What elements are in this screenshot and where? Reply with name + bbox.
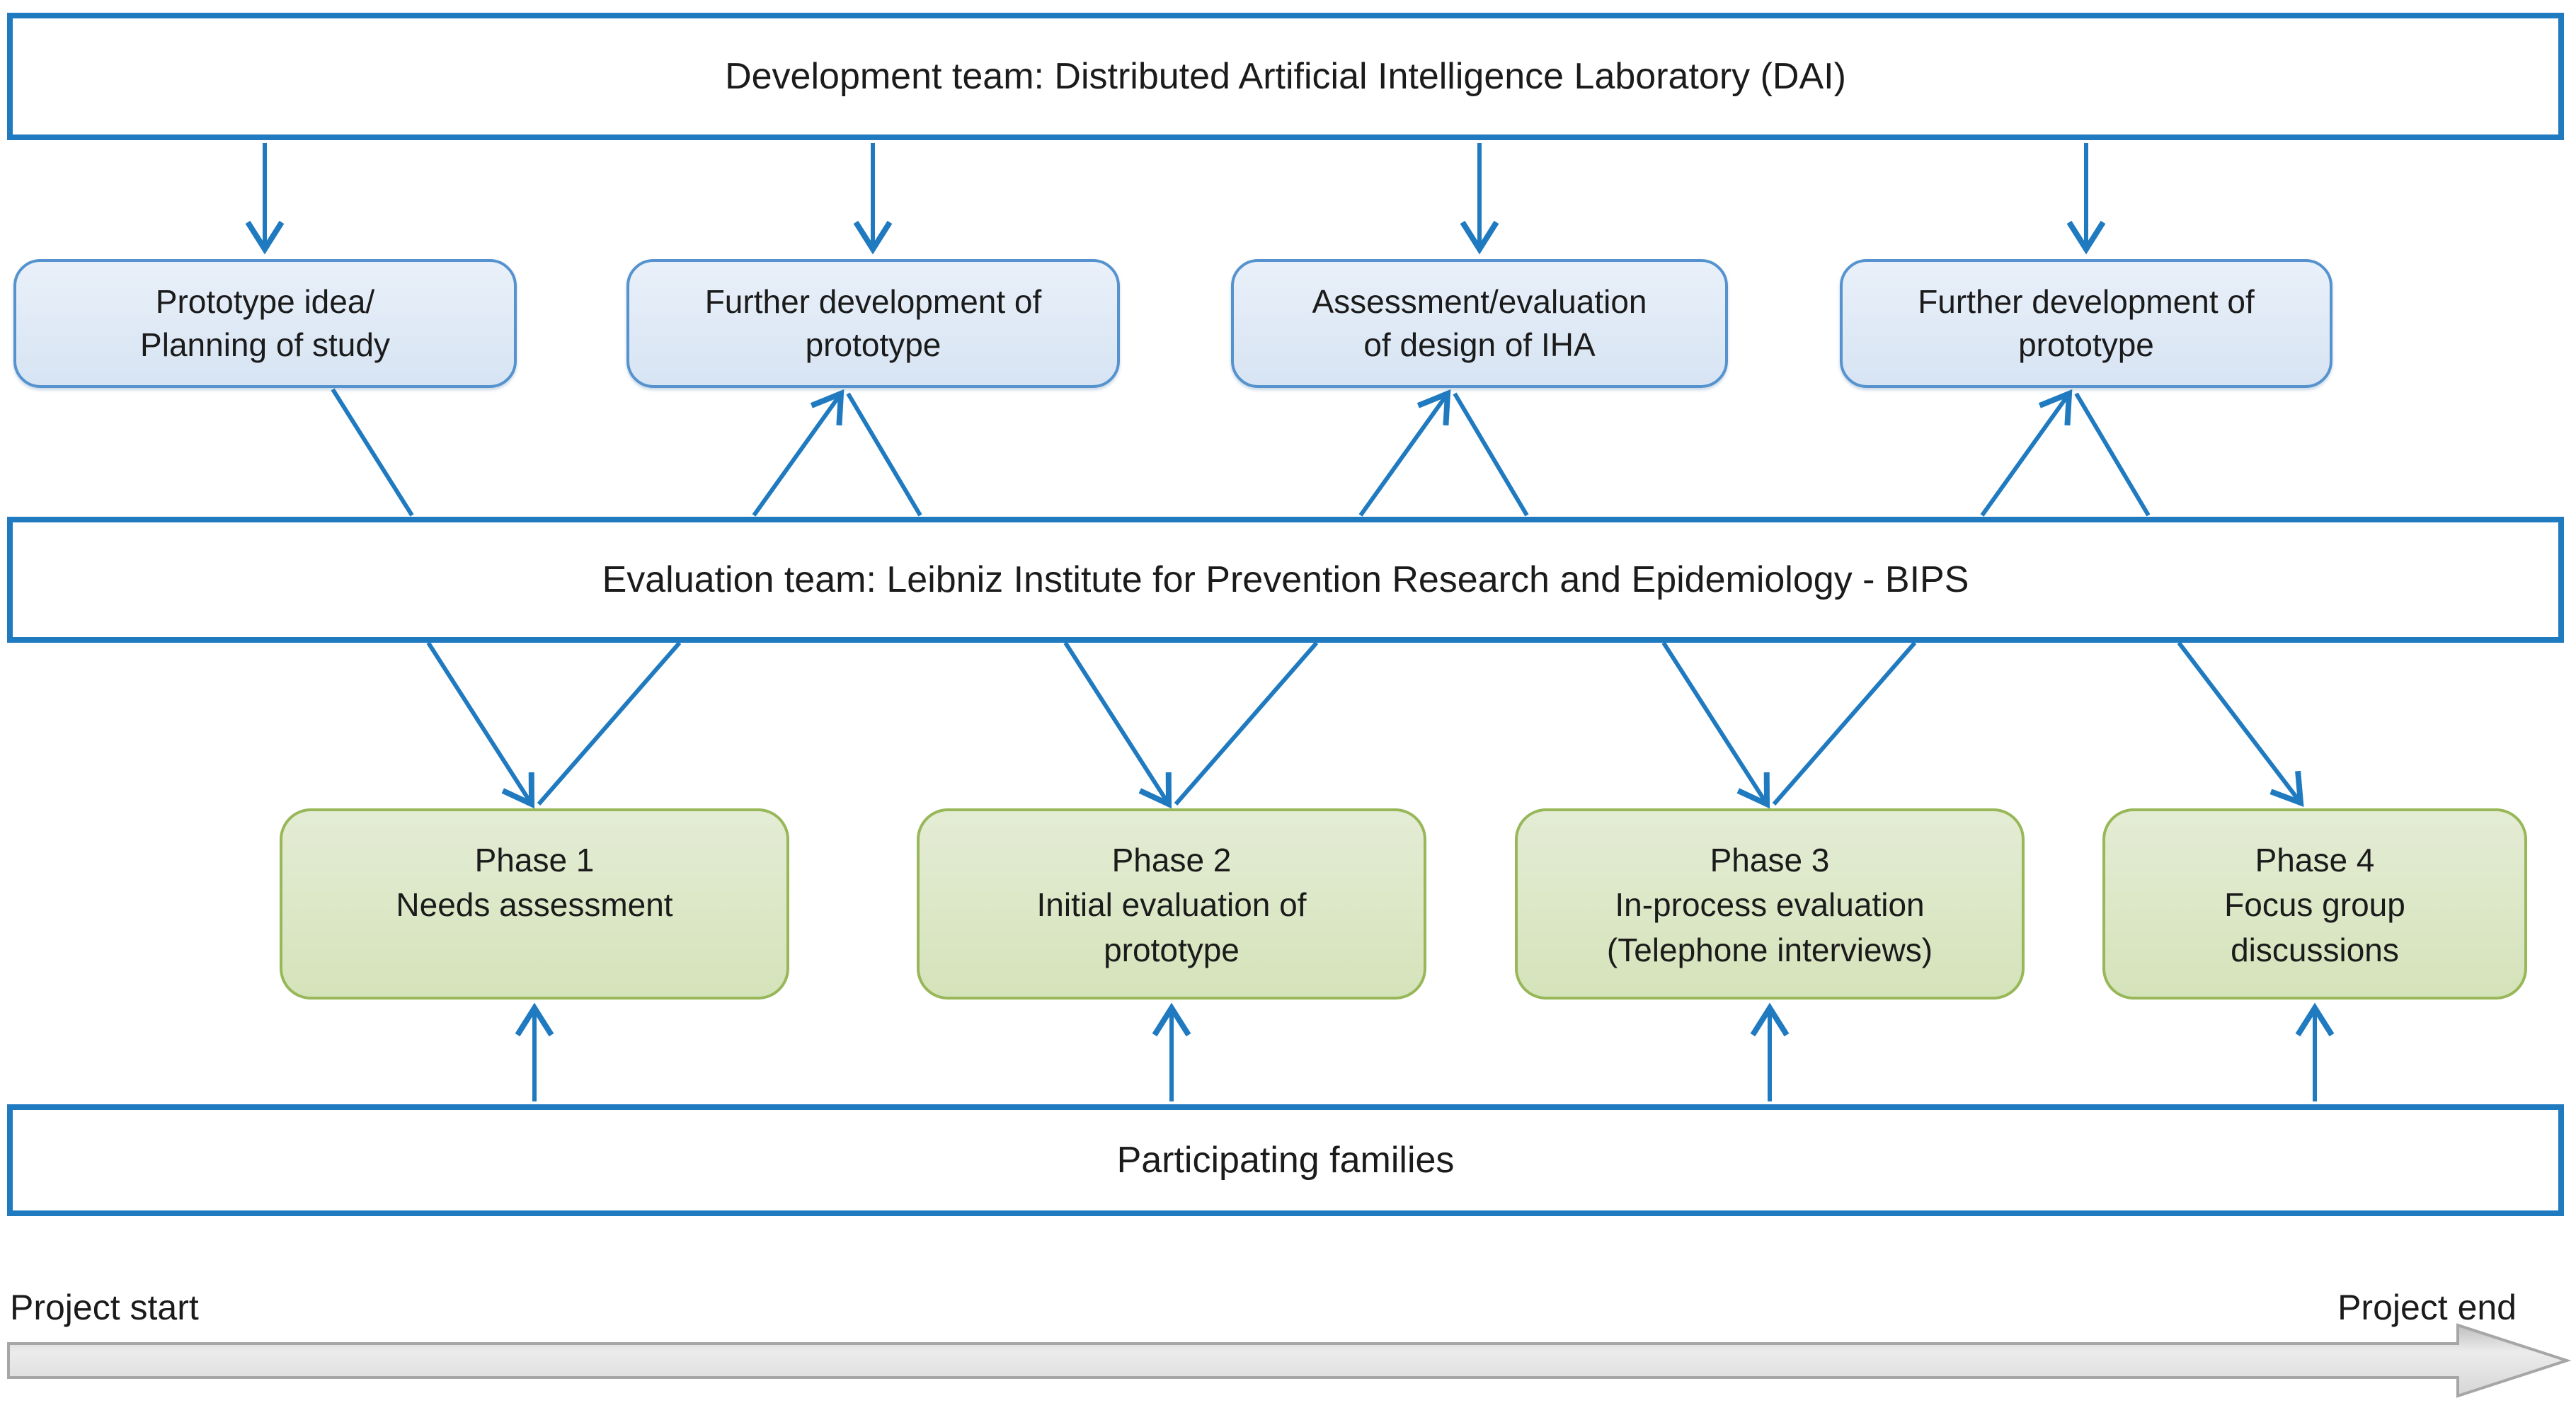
development-team-label: Development team: Distributed Artificial… — [725, 56, 1846, 97]
timeline-arrow — [7, 1323, 2572, 1398]
activity-box-further-development-1: Further development of prototype — [626, 259, 1120, 388]
phase-3-box: Phase 3 In-process evaluation (Telephone… — [1515, 808, 2025, 1000]
phase-1-box: Phase 1 Needs assessment — [280, 808, 789, 1000]
activity-box-prototype-idea: Prototype idea/ Planning of study — [13, 259, 517, 388]
project-end-label: Project end — [2337, 1288, 2517, 1327]
activity-box-assessment-evaluation: Assessment/evaluation of design of IHA — [1231, 259, 1728, 388]
activity-evaluation-links — [331, 388, 2151, 517]
development-team-bar: Development team: Distributed Artificial… — [7, 13, 2564, 140]
evaluation-team-label: Evaluation team: Leibniz Institute for P… — [602, 559, 1969, 600]
evaluation-to-phase-arrows — [426, 641, 2304, 809]
activity-box-further-development-2: Further development of prototype — [1840, 259, 2332, 388]
dev-to-activity-arrows — [245, 143, 2106, 255]
phase-2-box: Phase 2 Initial evaluation of prototype — [917, 808, 1426, 1000]
families-to-phase-arrows — [515, 1002, 2335, 1101]
participating-families-label: Participating families — [1116, 1140, 1455, 1181]
participating-families-bar: Participating families — [7, 1104, 2564, 1216]
project-start-label: Project start — [10, 1288, 199, 1327]
phase-4-box: Phase 4 Focus group discussions — [2102, 808, 2527, 1000]
evaluation-team-bar: Evaluation team: Leibniz Institute for P… — [7, 517, 2564, 643]
